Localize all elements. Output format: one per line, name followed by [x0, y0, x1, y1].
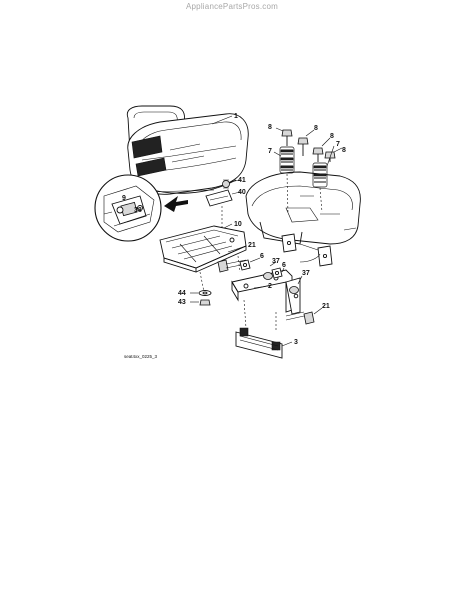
tractor-frame-part	[245, 171, 361, 267]
callout-9: 9	[122, 195, 126, 202]
watermark: AppliancePartsPros.com	[186, 2, 278, 11]
callout-38: 38	[134, 207, 142, 214]
callout-1: 1	[234, 113, 238, 120]
callout-2: 2	[268, 283, 272, 290]
callout-6-left: 6	[260, 253, 264, 260]
callout-8-b: 8	[314, 125, 318, 132]
nut-6-right-part[interactable]	[271, 267, 285, 279]
callout-7-left: 7	[268, 148, 272, 155]
callout-10: 10	[234, 221, 242, 228]
seat-pan-part[interactable]	[159, 223, 247, 273]
spring-7-left-part[interactable]	[279, 146, 295, 174]
callout-21-right: 21	[322, 303, 330, 310]
hinge-bracket-part[interactable]	[205, 179, 241, 207]
bolt-8-b-part[interactable]	[297, 129, 315, 156]
callout-7-right: 7	[336, 141, 340, 148]
callout-8-a: 8	[268, 124, 272, 131]
seat-part[interactable]	[126, 105, 249, 195]
slide-rail-part[interactable]	[235, 327, 293, 359]
callout-40: 40	[238, 189, 246, 196]
bolt-21-left-part[interactable]	[217, 245, 247, 273]
nut-43-part[interactable]	[190, 299, 211, 306]
bolt-8-d-part[interactable]	[324, 147, 343, 162]
bolt-8-a-part[interactable]	[275, 127, 293, 146]
callout-6-right: 6	[282, 262, 286, 269]
spring-7-right-part[interactable]	[312, 162, 328, 188]
bolt-37-right-part[interactable]	[289, 275, 303, 294]
callout-37-right: 37	[302, 270, 310, 277]
bolt-21-right-part[interactable]	[285, 307, 323, 325]
callout-44: 44	[178, 290, 186, 297]
bolt-8-c-part[interactable]	[312, 137, 331, 162]
callout-8-d: 8	[342, 147, 346, 154]
diagram-code: seat4xx_0225_3	[124, 354, 158, 359]
inset-arrow	[164, 196, 188, 212]
bolt-37-left-part[interactable]	[263, 261, 277, 280]
washer-44-part[interactable]	[190, 290, 212, 296]
callout-3: 3	[294, 339, 298, 346]
callout-37-left: 37	[272, 258, 280, 265]
callout-43: 43	[178, 299, 186, 306]
callout-8-c: 8	[330, 133, 334, 140]
callout-21-left: 21	[248, 242, 256, 249]
callout-41: 41	[238, 177, 246, 184]
hinge-detail-inset	[94, 174, 162, 242]
nut-6-left-part[interactable]	[239, 257, 261, 271]
